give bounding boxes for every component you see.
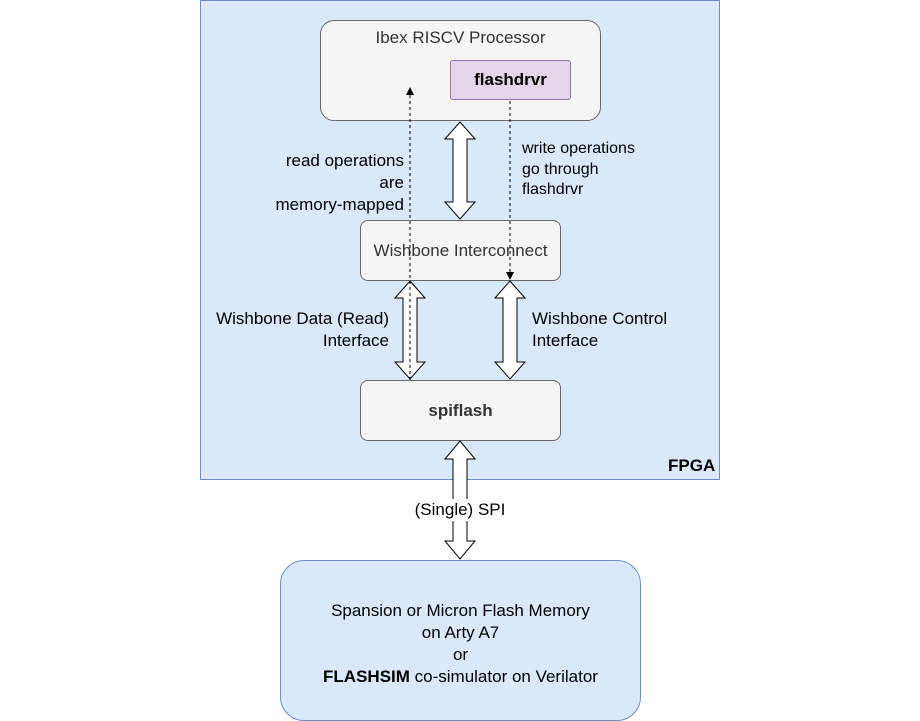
spi-label: (Single) SPI [405, 499, 515, 521]
write-ops-line1: write operations [522, 140, 635, 157]
wishbone-interconnect-box: Wishbone Interconnect [360, 220, 561, 281]
wishbone-data-annotation: Wishbone Data (Read) Interface [200, 308, 389, 352]
flash-line4-rest: co-simulator on Verilator [409, 666, 598, 686]
write-ops-line2: go through [522, 160, 599, 178]
flash-line3: or [452, 644, 469, 664]
wb-data-line2: Interface [322, 331, 389, 350]
wb-control-line2: Interface [532, 331, 599, 350]
read-operations-annotation: read operations are memory-mapped [260, 150, 405, 216]
write-ops-line3: flashdrvr [522, 181, 584, 198]
flashdrvr-box: flashdrvr [450, 60, 571, 100]
write-operations-annotation: write operations go through flashdrvr [522, 139, 682, 201]
wishbone-control-annotation: Wishbone Control Interface [532, 308, 702, 352]
flash-line4: FLASHSIM co-simulator on Verilator [323, 666, 598, 688]
fpga-label: FPGA [668, 456, 716, 475]
flash-line2: on Arty A7 [421, 622, 500, 642]
processor-title: Ibex RISCV Processor [375, 28, 546, 47]
read-ops-line3: memory-mapped [275, 195, 405, 214]
wishbone-interconnect-label: Wishbone Interconnect [373, 240, 548, 260]
flash-line1: Spansion or Micron Flash Memory [331, 600, 590, 620]
read-ops-line1: read operations [285, 151, 404, 170]
wb-control-line1: Wishbone Control [532, 309, 668, 328]
wb-data-line1: Wishbone Data (Read) [216, 309, 389, 328]
read-ops-line2: are [379, 173, 404, 192]
flashsim-name: FLASHSIM [323, 666, 410, 686]
spiflash-label: spiflash [428, 400, 493, 420]
flashdrvr-label: flashdrvr [474, 70, 547, 89]
flash-memory-box: Spansion or Micron Flash Memory on Arty … [280, 560, 641, 721]
spiflash-box: spiflash [360, 380, 561, 441]
